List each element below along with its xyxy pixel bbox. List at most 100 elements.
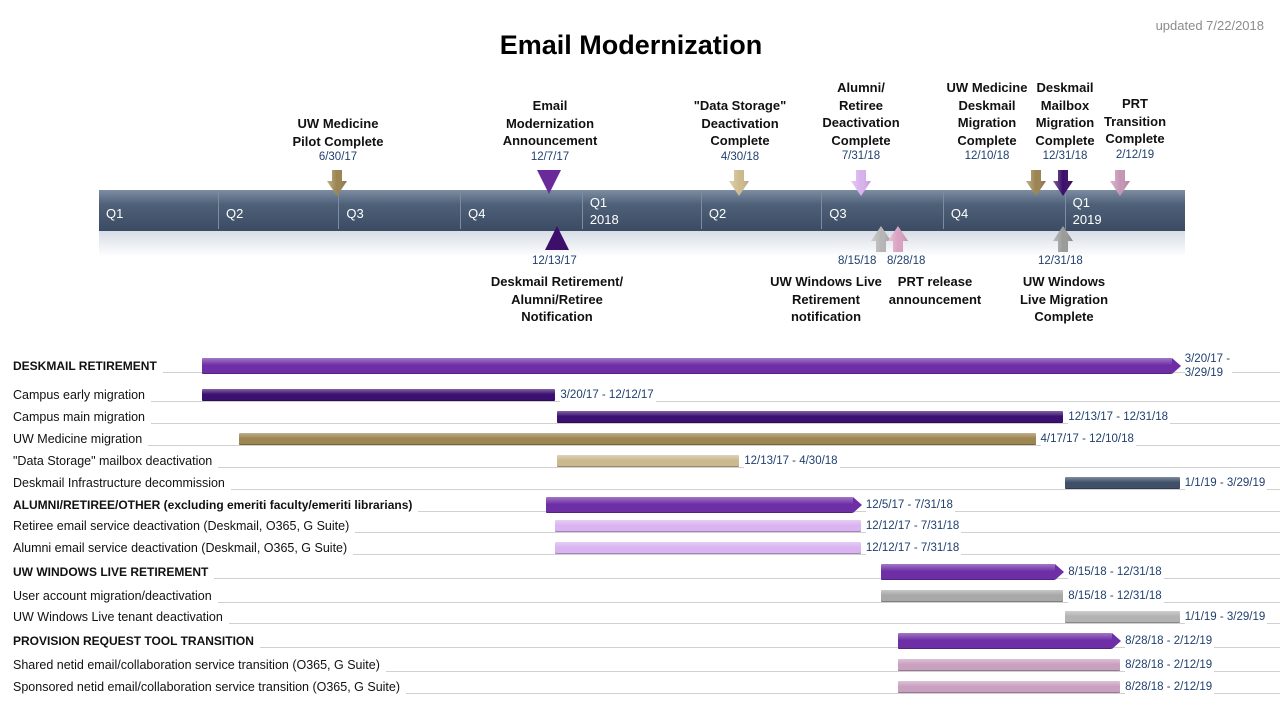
arrow-up-marker-icon bbox=[870, 226, 891, 252]
quarter-8: Q4 bbox=[942, 192, 968, 229]
task-name: Deskmail Infrastructure decommission bbox=[13, 476, 231, 491]
section-name: PROVISION REQUEST TOOL TRANSITION bbox=[13, 634, 260, 649]
milestone-date: 12/7/17 bbox=[530, 150, 570, 163]
arrow-down-marker-icon bbox=[1053, 170, 1074, 196]
task-date-range: 12/13/17 - 4/30/18 bbox=[744, 454, 840, 468]
milestone-date: 4/30/18 bbox=[720, 150, 760, 163]
task-name: Alumni email service deactivation (Deskm… bbox=[13, 541, 354, 556]
quarter-label: Q4 bbox=[944, 192, 968, 222]
task-name: UW Medicine migration bbox=[13, 432, 149, 447]
task-bar bbox=[1064, 611, 1180, 623]
row-gridline bbox=[13, 554, 1280, 555]
task-name: Shared netid email/collaboration service… bbox=[13, 658, 386, 673]
task-name: Campus early migration bbox=[13, 388, 151, 403]
task-name: User account migration/deactivation bbox=[13, 589, 218, 604]
task-bar bbox=[556, 411, 1064, 423]
task-name: "Data Storage" mailbox deactivation bbox=[13, 454, 219, 469]
task-date-range: 3/20/17 -3/29/19 bbox=[1184, 352, 1233, 380]
task-date-range: 12/12/17 - 7/31/18 bbox=[865, 541, 962, 555]
quarter-name: Q1 bbox=[106, 206, 124, 221]
timeline-band-shadow bbox=[99, 231, 1185, 257]
milestone-date: 2/12/19 bbox=[1115, 148, 1155, 161]
task-date-range: 8/28/18 - 2/12/19 bbox=[1125, 658, 1215, 672]
quarter-name: Q2 bbox=[708, 206, 727, 221]
arrow-down-marker-icon bbox=[1110, 170, 1131, 196]
section-name: DESKMAIL RETIREMENT bbox=[13, 359, 163, 374]
row-gridline bbox=[13, 532, 1280, 533]
task-bar bbox=[555, 542, 861, 554]
quarter-name: Q3 bbox=[346, 206, 364, 221]
arrow-down-marker-icon bbox=[1025, 170, 1046, 196]
row-gridline bbox=[13, 623, 1280, 624]
milestone-date: 8/28/18 bbox=[887, 255, 926, 267]
task-bar bbox=[556, 455, 740, 467]
quarter-name: Q1 bbox=[1072, 195, 1090, 210]
section-bar-tip bbox=[1055, 564, 1065, 585]
quarter-label: Q3 bbox=[822, 192, 846, 222]
row-gridline bbox=[13, 602, 1280, 603]
task-name: UW Windows Live tenant deactivation bbox=[13, 610, 229, 625]
row-gridline bbox=[13, 578, 1280, 579]
row-gridline bbox=[13, 489, 1280, 490]
row-gridline bbox=[13, 467, 1280, 468]
task-bar bbox=[555, 520, 861, 532]
task-bar bbox=[897, 659, 1121, 671]
row-gridline bbox=[13, 671, 1280, 672]
arrow-down-marker-icon bbox=[729, 170, 750, 196]
row-gridline bbox=[13, 693, 1280, 694]
milestone-date: 12/31/18 bbox=[1038, 255, 1083, 267]
quarter-1: Q1 bbox=[99, 192, 123, 229]
triangle-down-marker-icon bbox=[536, 170, 561, 196]
section-name: ALUMNI/RETIREE/OTHER (excluding emeriti … bbox=[13, 498, 419, 513]
section-name: UW WINDOWS LIVE RETIREMENT bbox=[13, 565, 215, 580]
row-gridline bbox=[13, 423, 1280, 424]
task-date-range: 1/1/19 - 3/29/19 bbox=[1184, 610, 1268, 624]
section-bar-tip bbox=[852, 497, 862, 518]
quarter-label: Q2 bbox=[219, 192, 243, 222]
task-name: Retiree email service deactivation (Desk… bbox=[13, 519, 356, 534]
task-date-range: 12/12/17 - 7/31/18 bbox=[865, 519, 962, 533]
arrow-up-marker-icon bbox=[887, 226, 908, 252]
quarter-4: Q4 bbox=[460, 192, 485, 229]
milestone-date: 8/15/18 bbox=[838, 255, 877, 267]
task-name: Campus main migration bbox=[13, 410, 151, 425]
quarter-6: Q2 bbox=[700, 192, 726, 229]
milestone-date: 12/13/17 bbox=[532, 255, 577, 267]
task-date-range: 8/15/18 - 12/31/18 bbox=[1068, 565, 1164, 579]
arrow-down-marker-icon bbox=[850, 170, 871, 196]
task-date-range: 1/1/19 - 3/29/19 bbox=[1184, 476, 1268, 490]
quarter-label: Q2 bbox=[702, 192, 726, 222]
quarter-3: Q3 bbox=[338, 192, 364, 229]
quarter-2: Q2 bbox=[218, 192, 243, 229]
quarter-name: Q2 bbox=[226, 206, 244, 221]
quarter-label: Q1 bbox=[99, 192, 123, 222]
quarter-name: Q4 bbox=[950, 206, 969, 221]
quarter-name: Q3 bbox=[829, 206, 847, 221]
milestone-date: 12/31/18 bbox=[1042, 150, 1088, 162]
row-gridline bbox=[13, 647, 1280, 648]
section-summary-bar bbox=[202, 358, 1172, 374]
task-date-range: 3/20/17 - 12/12/17 bbox=[560, 388, 656, 402]
quarter-7: Q3 bbox=[821, 192, 847, 229]
milestone-date: 12/10/18 bbox=[964, 150, 1010, 162]
arrow-up-marker-icon bbox=[1053, 226, 1074, 252]
task-bar bbox=[880, 590, 1064, 602]
task-bar bbox=[239, 433, 1036, 445]
task-date-range: 8/15/18 - 12/31/18 bbox=[1068, 589, 1164, 603]
task-date-range: 4/17/17 - 12/10/18 bbox=[1040, 432, 1136, 446]
section-summary-bar bbox=[546, 497, 853, 513]
task-bar bbox=[202, 389, 556, 401]
